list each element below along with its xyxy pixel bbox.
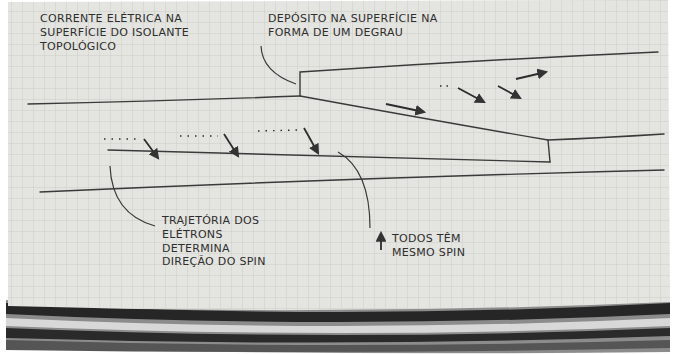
annotation-label: TODOS TÊM MESMO SPIN (392, 232, 488, 260)
annotation-label: DEPÓSITO NA SUPERFÍCIE NA FORMA DE UM DE… (268, 12, 458, 40)
spin-arrows (104, 72, 546, 158)
insulator-sketch (28, 52, 664, 192)
annotation-label: TRAJETÓRIA DOS ELÉTRONS DETERMINA DIREÇÃ… (162, 214, 266, 269)
spin-symbol (380, 233, 382, 250)
annotation-label: CORRENTE ELÉTRICA NA SUPERFÍCIE DO ISOLA… (40, 12, 198, 53)
paper-grid (8, 0, 670, 310)
leader-lines (110, 46, 370, 228)
paper-page (8, 0, 670, 310)
